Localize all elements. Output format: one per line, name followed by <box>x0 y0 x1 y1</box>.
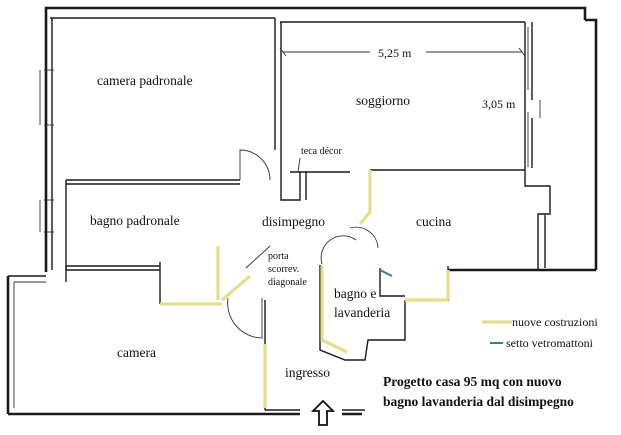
legend-glass-block: setto vetromattoni <box>506 336 594 350</box>
door-master-bedroom <box>239 149 271 181</box>
dimension-width: 5,25 m <box>378 46 412 60</box>
label-ingresso: ingresso <box>285 365 330 380</box>
label-soggiorno: soggiorno <box>356 93 410 108</box>
door-camera <box>227 297 263 339</box>
teca-leader <box>297 157 301 173</box>
door-bagno-lavanderia <box>320 235 357 265</box>
legend-new-construction: nuove costruzioni <box>512 315 598 329</box>
label-bagno-lavanderia-2: lavanderia <box>334 305 390 320</box>
label-teca-decor: teca décor <box>301 146 342 157</box>
entrance-up-arrow-icon <box>310 399 336 426</box>
label-disimpegno: disimpegno <box>262 214 325 229</box>
title-line-2: bagno lavanderia dal disimpegno <box>383 394 574 409</box>
label-camera: camera <box>117 345 156 360</box>
doors <box>227 149 379 339</box>
outer-walls <box>6 6 598 416</box>
label-bagno-padronale: bagno padronale <box>90 213 180 228</box>
legend: nuove costruzioni setto vetromattoni <box>482 315 598 350</box>
door-cucina <box>349 226 379 249</box>
dimension-lines <box>279 27 529 167</box>
label-diagonale: diagonale <box>268 277 307 288</box>
label-bagno-lavanderia-1: bagno e <box>334 286 376 301</box>
interior-walls <box>65 18 551 411</box>
sliding-door-diagonal <box>245 245 271 269</box>
label-porta: porta <box>268 251 289 262</box>
new-construction-walls <box>160 170 450 408</box>
label-camera-padronale: camera padronale <box>97 73 193 88</box>
dimension-depth: 3,05 m <box>482 97 516 111</box>
label-cucina: cucina <box>416 214 451 229</box>
glass-block-partitions <box>379 269 393 277</box>
title-line-1: Progetto casa 95 mq con nuovo <box>383 374 562 389</box>
label-scorrev: scorrev. <box>268 264 299 275</box>
